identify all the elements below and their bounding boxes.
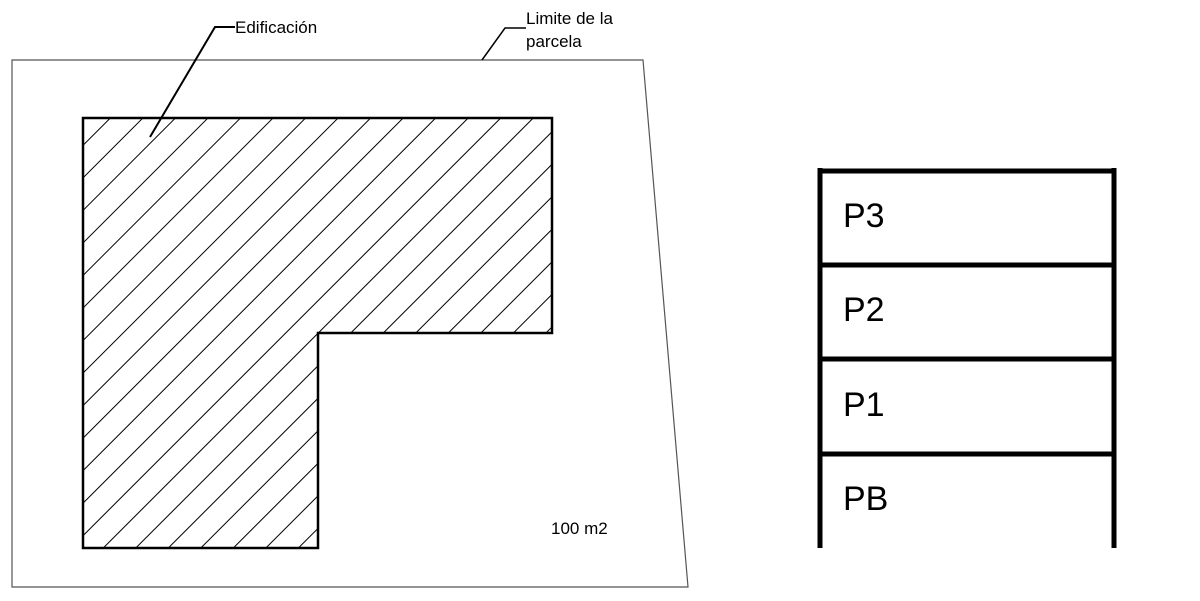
parcel-label-line2: parcela (526, 32, 582, 51)
floor-label-p2: P2 (843, 291, 885, 329)
parcel-boundary (11, 59, 689, 588)
floor-label-p1: P1 (843, 386, 885, 424)
parcel-label-line1: Limite de la (526, 9, 613, 28)
building-section (817, 168, 1117, 548)
building-leader-line (149, 26, 235, 138)
building-label: Edificación (235, 18, 317, 37)
area-label: 100 m2 (551, 519, 608, 538)
floor-label-pb: PB (843, 480, 888, 518)
building-footprint (81, 116, 554, 550)
parcel-leader-line (481, 27, 526, 61)
floor-label-p3: P3 (843, 197, 885, 235)
